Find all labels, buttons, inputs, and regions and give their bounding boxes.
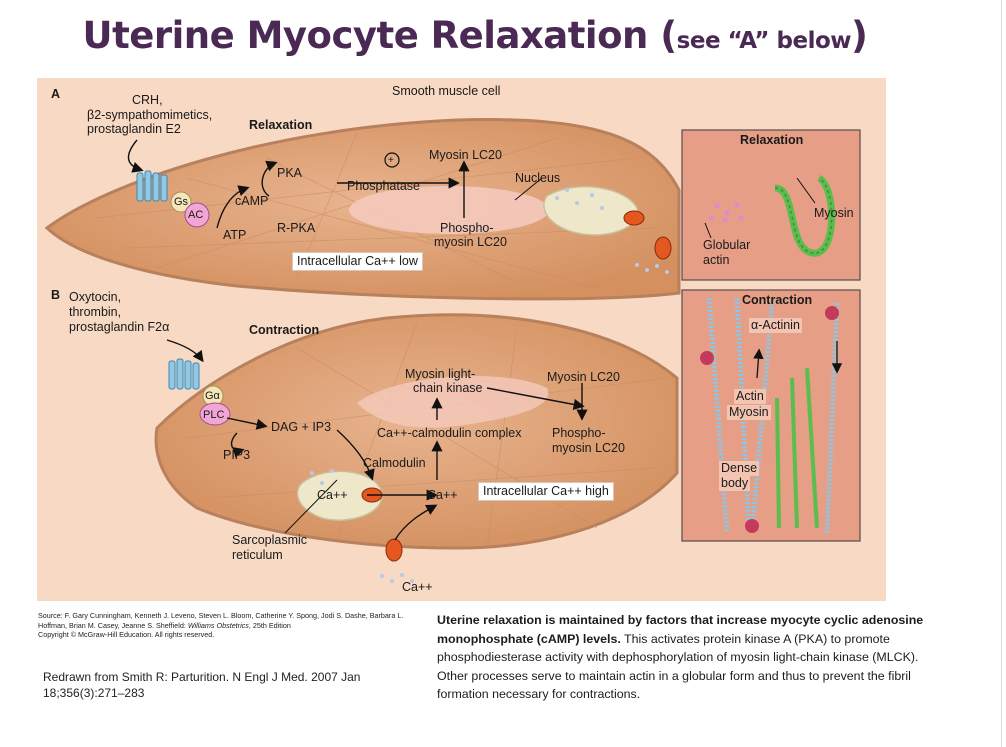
agonists-b-1: Oxytocin, bbox=[69, 290, 122, 304]
nucleus-b bbox=[357, 376, 549, 428]
ca-low-box: Intracellular Ca++ low bbox=[292, 252, 423, 271]
plc-label: PLC bbox=[203, 409, 225, 421]
ca-external: Ca++ bbox=[402, 580, 433, 594]
phospho-a-2: myosin LC20 bbox=[434, 235, 507, 249]
agonists-a-2: β2-sympathomimetics, bbox=[87, 108, 213, 122]
agonists-a-1: CRH, bbox=[132, 93, 163, 107]
phosphatase-a: Phosphatase bbox=[347, 179, 420, 193]
ca-calmodulin: Ca++-calmodulin complex bbox=[377, 426, 522, 440]
calmodulin-label: Calmodulin bbox=[363, 456, 426, 470]
sarcoplasmic-1: Sarcoplasmic bbox=[232, 533, 308, 547]
sr-a bbox=[543, 185, 639, 236]
agonists-b-3: prostaglandin F2α bbox=[69, 320, 170, 334]
slide-edge bbox=[1001, 0, 1002, 747]
ca-dots bbox=[310, 188, 669, 583]
ac-circle bbox=[184, 202, 210, 228]
pka-label: PKA bbox=[277, 166, 303, 180]
mlck-1: Myosin light- bbox=[405, 367, 476, 381]
pip3-label: PIP3 bbox=[223, 448, 251, 462]
figure-art bbox=[44, 118, 861, 583]
gs-circle bbox=[170, 191, 192, 213]
agonists-a-3: prostaglandin E2 bbox=[87, 122, 181, 136]
dense-2: body bbox=[719, 476, 751, 491]
inset-relaxation bbox=[681, 129, 861, 281]
dag-ip3: DAG + IP3 bbox=[271, 420, 332, 434]
arrows-b bbox=[166, 339, 588, 541]
panel-a-letter: A bbox=[51, 87, 61, 101]
r-pka-label: R-PKA bbox=[277, 221, 316, 235]
plus-sign: + bbox=[388, 155, 394, 166]
actin-label: Actin bbox=[734, 389, 766, 404]
receptor-b bbox=[168, 358, 200, 390]
figure: A Smooth muscle cell CRH, β2-sympathomim… bbox=[37, 78, 886, 601]
sr-b bbox=[296, 470, 383, 521]
panel-b-letter: B bbox=[51, 288, 61, 302]
slide-title: Uterine Myocyte Relaxation (see “A” belo… bbox=[82, 14, 868, 57]
ca-high-box: Intracellular Ca++ high bbox=[478, 482, 614, 501]
caption: Uterine relaxation is maintained by fact… bbox=[437, 613, 924, 702]
inset-relaxation-title: Relaxation bbox=[740, 133, 804, 147]
inset-contraction-title: Contraction bbox=[742, 293, 813, 307]
nucleus-label: Nucleus bbox=[515, 171, 561, 185]
receptor-a bbox=[136, 170, 168, 202]
phospho-b-2: myosin LC20 bbox=[552, 441, 625, 455]
dense-1: Dense bbox=[719, 461, 760, 476]
ac-label: AC bbox=[188, 209, 204, 221]
galpha-label: Gα bbox=[205, 390, 220, 402]
phospho-b-1: Phospho- bbox=[552, 426, 606, 440]
source-citation: Source: F. Gary Cunningham, Kenneth J. L… bbox=[38, 611, 404, 640]
agonists-b-2: thrombin, bbox=[69, 305, 122, 319]
nucleus-a bbox=[349, 186, 549, 234]
ca-channels bbox=[361, 210, 672, 562]
state-contraction: Contraction bbox=[249, 323, 320, 337]
sarcoplasmic-2: reticulum bbox=[232, 548, 283, 562]
plc-ellipse bbox=[199, 402, 231, 426]
myosin-lc20-a: Myosin LC20 bbox=[429, 148, 502, 162]
ca-internal: Ca++ bbox=[317, 488, 348, 502]
alpha-actinin: α-Actinin bbox=[749, 318, 802, 333]
arrows-a bbox=[127, 139, 470, 229]
phospho-a-1: Phospho- bbox=[440, 221, 494, 235]
globular-2: actin bbox=[703, 253, 730, 267]
atp-label: ATP bbox=[223, 228, 247, 242]
myosin-inset-b: Myosin bbox=[727, 405, 771, 420]
myosin-inset-a: Myosin bbox=[814, 206, 854, 220]
myosin-lc20-b: Myosin LC20 bbox=[547, 370, 620, 384]
state-relaxation: Relaxation bbox=[249, 118, 313, 132]
globular-1: Globular bbox=[703, 238, 751, 252]
camp-label: cAMP bbox=[235, 194, 269, 208]
redrawn-note: Redrawn from Smith R: Parturition. N Eng… bbox=[43, 670, 361, 700]
cell-title: Smooth muscle cell bbox=[392, 84, 501, 98]
mlck-2: chain kinase bbox=[413, 381, 483, 395]
gs-label: Gs bbox=[174, 196, 189, 208]
ca-center: Ca++ bbox=[427, 488, 458, 502]
